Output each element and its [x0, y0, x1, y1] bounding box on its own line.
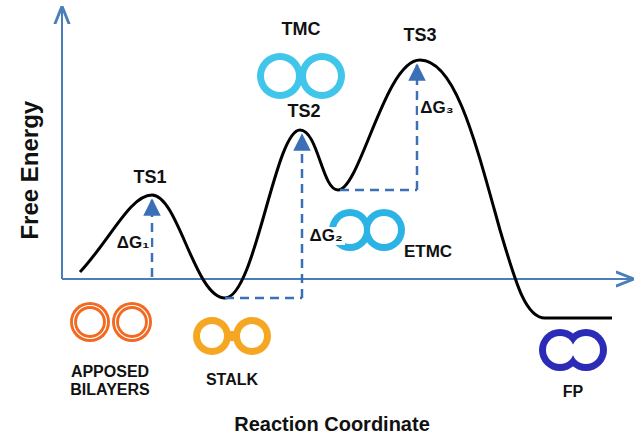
- fusion-pore-icon: [539, 329, 607, 371]
- state-label: STALK: [206, 371, 258, 389]
- apposed-bilayers-icon: [70, 302, 152, 342]
- state-label: ETMC: [404, 243, 452, 262]
- state-label: TMC: [282, 20, 321, 40]
- axis-title: Reaction Coordinate: [234, 413, 430, 435]
- stalk-icon: [193, 317, 271, 355]
- transition-label: TS1: [133, 168, 166, 188]
- barrier-label: ΔG₁: [115, 234, 151, 253]
- state-label: APPOSED BILAYERS: [60, 363, 160, 398]
- y-axis: [61, 8, 63, 279]
- tmc-icon: [257, 53, 345, 99]
- barrier-arrows: [152, 65, 417, 298]
- energy-curve: [80, 60, 612, 318]
- barrier-label: ΔG₂: [308, 227, 345, 246]
- transition-label: TS2: [287, 102, 320, 122]
- axis-title: Free Energy: [17, 101, 43, 240]
- transition-label: TS3: [403, 26, 436, 46]
- x-axis: [62, 278, 632, 280]
- barrier-label: ΔG₃: [418, 99, 455, 118]
- state-label: FP: [563, 383, 583, 401]
